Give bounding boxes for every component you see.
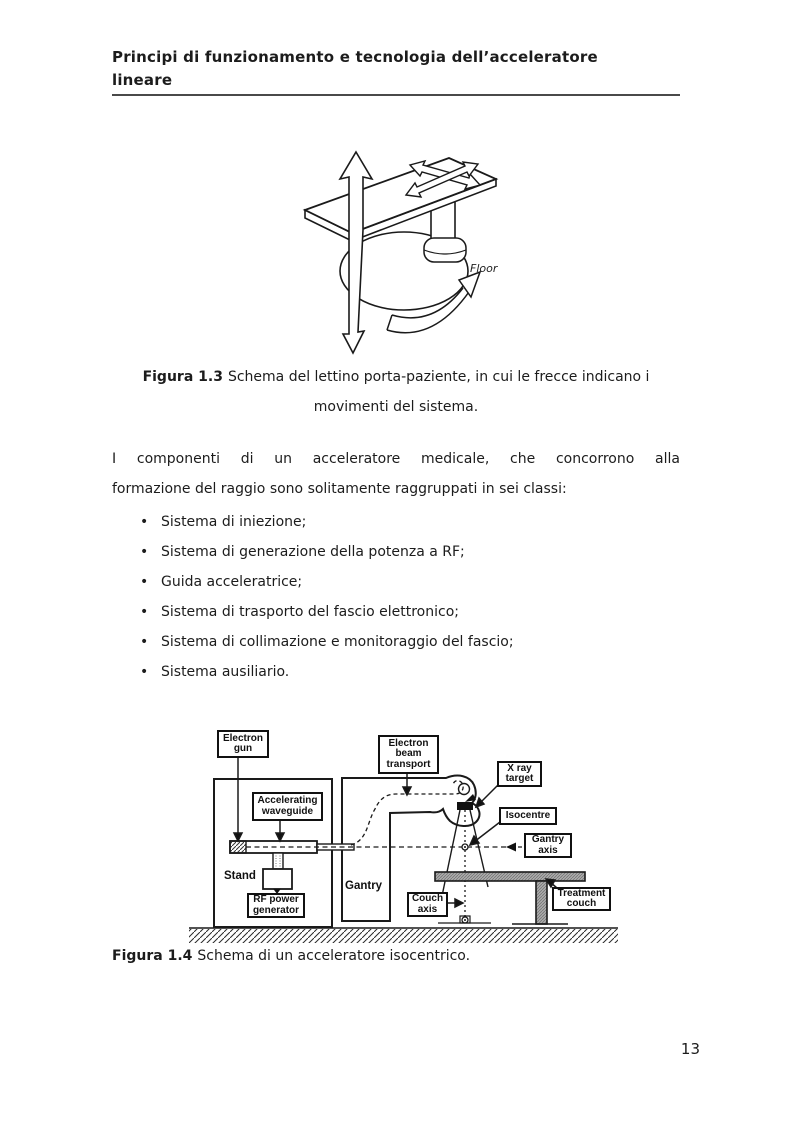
label-gantry: Gantry xyxy=(345,880,383,892)
couch-collar xyxy=(423,237,467,263)
label-couch-axis: Couch axis xyxy=(407,892,448,917)
waveguide-hatched-end xyxy=(229,840,247,854)
bullet-glyph: • xyxy=(140,574,149,590)
figure-1-3-caption-label: Figura 1.3 xyxy=(142,369,223,385)
rotation-arrow xyxy=(386,270,482,334)
label-gantry-axis: Gantry axis xyxy=(524,833,572,858)
bullet-glyph: • xyxy=(140,664,149,680)
bullet-glyph: • xyxy=(140,604,149,620)
list-item-text: Sistema di trasporto del fascio elettron… xyxy=(161,604,459,620)
figure-1-4-caption-label: Figura 1.4 xyxy=(112,948,193,964)
label-arrows xyxy=(232,758,558,909)
rf-arrow xyxy=(273,888,281,894)
xray-target-block xyxy=(457,802,473,810)
label-isocentre: Isocentre xyxy=(499,807,557,825)
label-accelerating-waveguide: Accelerating waveguide xyxy=(252,792,323,821)
beam-path xyxy=(350,779,464,846)
chapter-header-line1: Principi di funzionamento e tecnologia d… xyxy=(112,48,598,66)
couch-collar-curve xyxy=(423,249,467,255)
label-electron-gun: Electron gun xyxy=(217,730,269,758)
body-paragraph: I componenti di un acceleratore medicale… xyxy=(112,444,680,504)
bullet-glyph: • xyxy=(140,514,149,530)
translation-arrow-a xyxy=(404,161,480,198)
list-item: • Sistema di trasporto del fascio elettro… xyxy=(112,597,680,627)
label-rf-power-generator: RF power generator xyxy=(247,893,305,918)
stand-box xyxy=(262,868,293,890)
bullet-glyph: • xyxy=(140,544,149,560)
list-item: • Sistema di generazione della potenza a … xyxy=(112,537,680,567)
label-electron-beam-transport: Electron beam transport xyxy=(378,735,439,774)
paragraph-line1: I componenti di un acceleratore medicale… xyxy=(112,451,680,467)
chapter-header-line2: lineare xyxy=(112,71,173,89)
figure-1-4-linac-schematic: Electron gun Accelerating waveguide Elec… xyxy=(188,710,620,946)
couch-top xyxy=(434,871,586,882)
couch-axis-base-dot xyxy=(464,919,466,921)
chapter-header: Principi di funzionamento e tecnologia d… xyxy=(112,46,680,96)
list-item-text: Sistema di generazione della potenza a R… xyxy=(161,544,465,560)
label-x-ray-target: X ray target xyxy=(497,761,542,787)
floor-label: Floor xyxy=(470,262,499,275)
page-number: 13 xyxy=(680,1040,700,1058)
list-item-text: Sistema di collimazione e monitoraggio d… xyxy=(161,634,514,650)
list-item: • Sistema ausiliario. xyxy=(112,657,680,687)
list-item-text: Sistema ausiliario. xyxy=(161,664,290,680)
ground-hatch xyxy=(189,929,618,943)
list-item-text: Guida acceleratrice; xyxy=(161,574,303,590)
label-stand: Stand xyxy=(224,870,256,882)
vertical-arrow xyxy=(338,150,374,355)
list-item: • Sistema di collimazione e monitoraggio … xyxy=(112,627,680,657)
bullet-glyph: • xyxy=(140,634,149,650)
head-notch xyxy=(457,782,471,796)
list-item: • Sistema di iniezione; xyxy=(112,507,680,537)
figure-1-4-caption-text: Schema di un acceleratore isocentrico. xyxy=(197,948,471,964)
gantry-axis-arrowhead xyxy=(506,842,516,852)
list-item-text: Sistema di iniezione; xyxy=(161,514,307,530)
list-item: • Guida acceleratrice; xyxy=(112,567,680,597)
figure-1-3-caption-line1: Schema del lettino porta-paziente, in cu… xyxy=(227,369,650,385)
isocentre-dot xyxy=(464,846,466,848)
beam-arrowhead xyxy=(465,794,476,802)
label-treatment-couch: Treatment couch xyxy=(552,887,611,911)
stand-rod xyxy=(272,852,284,870)
figure-1-3-couch-drawing: Floor xyxy=(283,122,525,360)
couch-pedestal xyxy=(535,880,548,925)
component-list: • Sistema di iniezione; • Sistema di gener… xyxy=(112,507,680,687)
couch-drawing-svg: Floor xyxy=(302,150,499,355)
gantry-outline xyxy=(341,774,481,922)
figure-1-3-caption-line2: movimenti del sistema. xyxy=(313,399,479,415)
paragraph-line2: formazione del raggio sono solitamente r… xyxy=(112,481,567,497)
